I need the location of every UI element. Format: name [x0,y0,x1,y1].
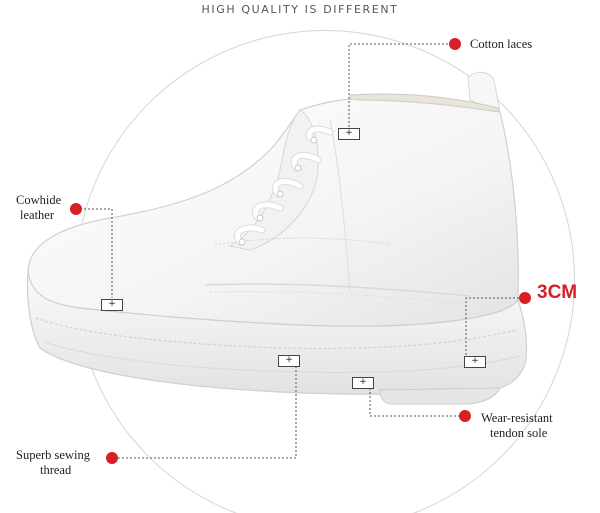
dot-leather [70,203,82,215]
label-thread-line1: Superb sewing [16,448,90,462]
boot-sole [26,269,528,395]
marker-thread: + [278,355,300,367]
label-sole-line2: tendon sole [490,426,548,440]
tongue [228,109,319,251]
dot-thread [106,452,118,464]
marker-laces: + [338,128,360,140]
label-thread-line2: thread [40,463,72,477]
eyelets [238,136,318,246]
label-height: 3CM [537,282,578,303]
dot-laces [449,38,461,50]
label-sole-line1: Wear-resistant [481,411,553,425]
heel [379,387,501,405]
marker-sole: + [352,377,374,389]
marker-height: + [464,356,486,368]
marker-leather: + [101,299,123,311]
dot-height [519,292,531,304]
dot-sole [459,410,471,422]
leader-lines [84,43,522,459]
laces [234,125,334,246]
label-thread: Superb sewing thread [16,448,90,478]
label-leather: Cowhide leather [16,193,61,223]
label-sole: Wear-resistant tendon sole [481,411,553,441]
label-laces: Cotton laces [470,37,533,51]
label-leather-line2: leather [20,208,55,222]
label-leather-line1: Cowhide [16,193,62,207]
headline: HIGH QUALITY IS DIFFERENT [201,3,399,16]
